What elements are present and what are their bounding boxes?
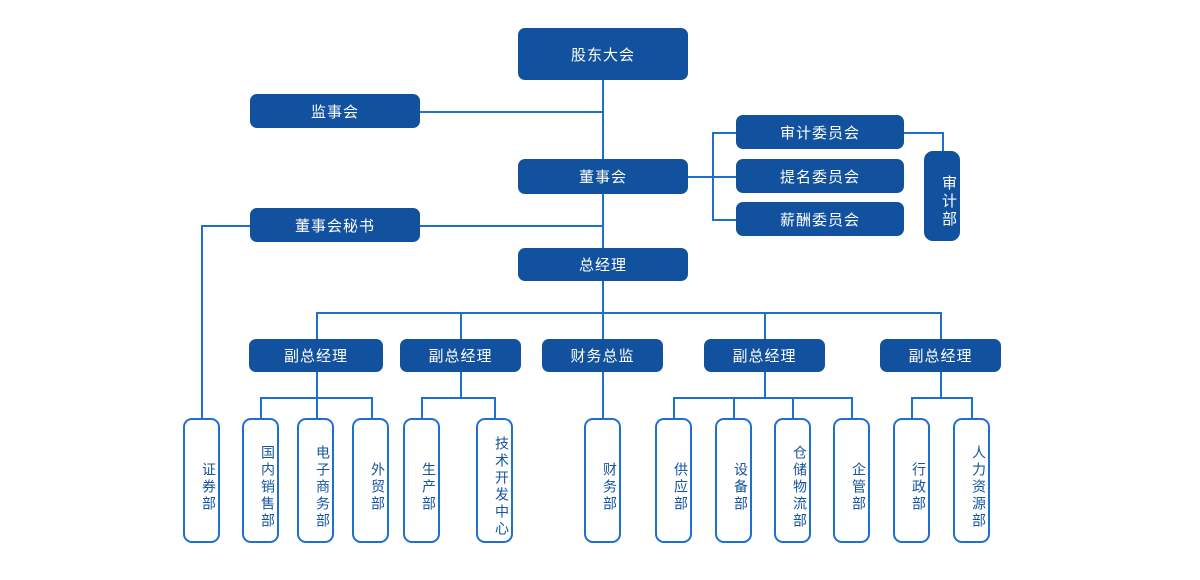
node-label: 股东大会 [570,45,635,64]
connector-bus-to-deputy-gm-3 [764,312,766,340]
connector-deputy-gm-3-drop [764,371,766,398]
dept-securities[interactable]: 证券部 [183,418,220,543]
node-label: 审计部 [940,175,958,229]
dept-finance[interactable]: 财务部 [584,418,621,543]
connector-audit-dept-drop [942,132,944,152]
connector-to-foreign-trade [371,397,373,418]
connector-to-administration [911,397,913,418]
dept-supply[interactable]: 供应部 [655,418,692,543]
dept-equipment[interactable]: 设备部 [715,418,752,543]
dept-label: 财务部 [601,461,617,513]
connector-secretary-to-securities-vertical [201,225,203,418]
node-label: 副总经理 [428,347,493,365]
connector-secretary-to-securities-horizontal [201,225,251,227]
connector-deputy-gm-4-bus [911,397,973,399]
dept-label: 供应部 [672,461,688,513]
dept-label: 电子商务部 [314,444,330,530]
dept-domestic-sales[interactable]: 国内销售部 [242,418,279,543]
dept-production[interactable]: 生产部 [403,418,440,543]
node-deputy-gm-4[interactable]: 副总经理 [880,339,1001,372]
dept-label: 外贸部 [369,461,385,513]
dept-foreign-trade[interactable]: 外贸部 [352,418,389,543]
connector-board-to-gm [602,194,604,249]
connector-to-domestic-sales [260,397,262,418]
connector-deputy-gm-4-drop [940,371,942,398]
node-label: 董事会 [578,168,627,186]
dept-administration[interactable]: 行政部 [893,418,930,543]
node-label: 薪酬委员会 [779,210,860,229]
node-label: 监事会 [310,102,359,121]
node-label: 副总经理 [283,347,348,365]
dept-label: 设备部 [732,461,748,513]
connector-to-equipment [733,397,735,418]
connector-secretary-horizontal [420,225,604,227]
dept-label: 技术开发中心 [493,436,509,538]
node-audit-committee[interactable]: 审计委员会 [736,115,904,149]
connector-deputy-gm-2-drop [460,371,462,398]
node-label: 董事会秘书 [294,216,375,235]
dept-label: 企管部 [850,461,866,513]
connector-executive-bus [316,312,942,314]
node-deputy-gm-2[interactable]: 副总经理 [400,339,521,372]
dept-label: 生产部 [420,461,436,513]
connector-nomination-committee-branch [712,176,736,178]
connector-deputy-gm-2-bus [421,397,496,399]
dept-e-commerce[interactable]: 电子商务部 [297,418,334,543]
node-deputy-gm-1[interactable]: 副总经理 [249,339,383,372]
connector-to-human-resources [971,397,973,418]
node-label: 审计委员会 [779,123,860,142]
dept-warehouse-logistics[interactable]: 仓储物流部 [774,418,811,543]
connector-bus-to-deputy-gm-4 [940,312,942,340]
dept-label: 仓储物流部 [791,444,807,530]
connector-to-e-commerce [316,397,318,418]
dept-label: 证券部 [200,461,216,513]
node-compensation-committee[interactable]: 薪酬委员会 [736,202,904,236]
node-board-of-supervisors[interactable]: 监事会 [250,94,420,128]
connector-bus-to-deputy-gm-1 [316,312,318,340]
dept-label: 国内销售部 [259,444,275,530]
node-board-secretary[interactable]: 董事会秘书 [250,208,420,242]
node-label: 副总经理 [908,347,973,365]
connector-audit-committee-to-audit-dept [904,132,944,134]
dept-label: 行政部 [910,461,926,513]
dept-enterprise-mgmt[interactable]: 企管部 [833,418,870,543]
connector-shareholders-to-board [602,80,604,161]
connector-bus-to-cfo [602,312,604,340]
connector-board-to-committee-bus [688,176,714,178]
node-label: 总经理 [578,256,627,274]
connector-to-production [421,397,423,418]
node-nomination-committee[interactable]: 提名委员会 [736,159,904,193]
connector-to-tech-development [494,397,496,418]
node-audit-department[interactable]: 审计部 [924,151,960,241]
node-label: 财务总监 [570,347,635,365]
node-label: 副总经理 [732,347,797,365]
connector-compensation-committee-branch [712,219,736,221]
node-cfo[interactable]: 财务总监 [542,339,663,372]
connector-gm-drop [602,280,604,313]
dept-tech-development[interactable]: 技术开发中心 [476,418,513,543]
connector-supervisors-horizontal [420,111,604,113]
node-deputy-gm-3[interactable]: 副总经理 [704,339,825,372]
node-general-manager[interactable]: 总经理 [518,248,688,281]
connector-cfo-to-finance [602,371,604,418]
node-board-of-directors[interactable]: 董事会 [518,159,688,194]
node-shareholders-meeting[interactable]: 股东大会 [518,28,688,80]
connector-audit-committee-branch [712,132,736,134]
connector-to-supply [673,397,675,418]
connector-to-warehouse-logistics [792,397,794,418]
connector-deputy-gm-3-bus [673,397,853,399]
dept-human-resources[interactable]: 人力资源部 [953,418,990,543]
node-label: 提名委员会 [779,167,860,186]
connector-to-enterprise-mgmt [851,397,853,418]
dept-label: 人力资源部 [970,444,986,530]
connector-bus-to-deputy-gm-2 [460,312,462,340]
connector-deputy-gm-1-drop [316,371,318,398]
